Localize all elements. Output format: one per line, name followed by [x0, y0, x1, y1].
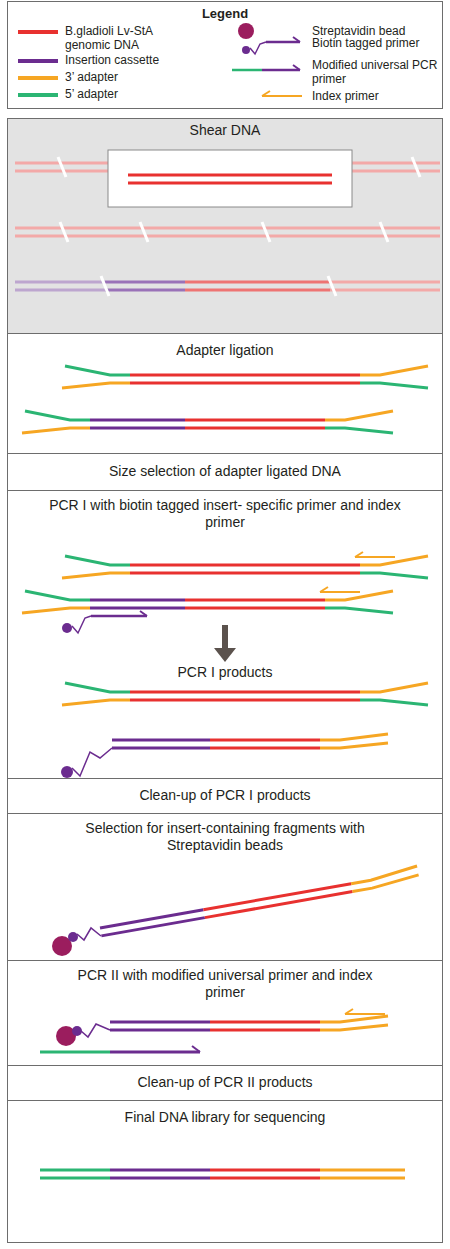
index-primer-sample	[262, 91, 302, 96]
step-title: Adapter ligation	[75, 342, 375, 359]
ligated-fragment	[62, 366, 428, 388]
index-primer	[320, 587, 360, 592]
step-title: Final DNA library for sequencing	[35, 1109, 415, 1126]
step-title: PCR I with biotin tagged insert- specifi…	[39, 497, 411, 531]
step-title: Shear DNA	[75, 122, 375, 139]
step-title: Selection for insert-containing fragment…	[55, 820, 395, 854]
pcr-product	[62, 683, 428, 705]
legend-text: 5’ adapter	[65, 87, 190, 101]
ligated-insert-fragment	[22, 411, 393, 433]
step-band: Clean-up of PCR II products	[7, 1065, 443, 1101]
step-title: Clean-up of PCR I products	[35, 787, 415, 804]
color-swatch	[18, 59, 58, 63]
legend-text: Biotin tagged primer	[312, 36, 440, 50]
process-arrow	[214, 625, 236, 662]
bead-bound-fragment	[52, 866, 419, 956]
final-library-fragment	[40, 1170, 405, 1178]
step-band: Adapter ligation	[7, 333, 443, 454]
bead-bound-fragment	[56, 1016, 388, 1046]
step-band: Clean-up of PCR I products	[7, 778, 443, 814]
biotin-primer-sample	[242, 37, 300, 54]
color-swatch	[18, 30, 58, 34]
biotin-primer	[62, 611, 147, 633]
legend-text: 3’ adapter	[65, 70, 190, 84]
step-title: PCR II with modified universal primer an…	[70, 967, 380, 1001]
step-title: Legend	[125, 5, 325, 22]
index-primer	[345, 1009, 385, 1014]
sub-heading: PCR I products	[150, 664, 300, 681]
universal-primer	[40, 1046, 200, 1052]
legend-text: B.gladioli Lv-StA genomic DNA	[65, 24, 190, 52]
biotin-pcr-product	[61, 734, 388, 778]
legend-text: Insertion cassette	[65, 53, 190, 67]
ligated-fragment	[62, 556, 428, 578]
step-band: Final DNA library for sequencing	[7, 1100, 443, 1243]
step-band: Size selection of adapter ligated DNA	[7, 453, 443, 491]
legend-text: Streptavidin bead	[312, 24, 440, 38]
ligated-insert-fragment	[22, 591, 393, 613]
step-band: PCR II with modified universal primer an…	[7, 960, 443, 1066]
legend-text: Modified universal PCR primer	[312, 58, 440, 86]
color-swatch	[18, 76, 58, 80]
index-primer	[355, 552, 395, 557]
step-band: Shear DNA	[7, 118, 443, 334]
legend-text: Index primer	[312, 89, 440, 103]
step-band: PCR I with biotin tagged insert- specifi…	[7, 490, 443, 779]
universal-primer-sample	[232, 65, 300, 70]
step-title: Clean-up of PCR II products	[35, 1074, 415, 1091]
color-swatch	[18, 93, 58, 97]
step-title: Size selection of adapter ligated DNA	[35, 463, 415, 480]
step-band: Selection for insert-containing fragment…	[7, 813, 443, 961]
bead-swatch	[238, 23, 254, 39]
